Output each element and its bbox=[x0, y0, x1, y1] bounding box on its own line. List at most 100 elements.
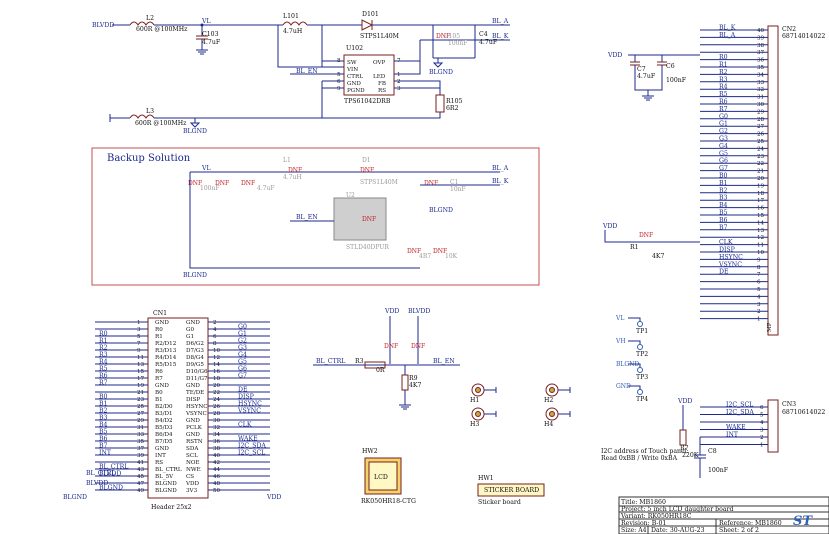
cn2-signal-label: B3 bbox=[719, 195, 728, 202]
backup-solution-section: Backup Solution VL DNF 100nF DNF DNF 4.7… bbox=[91, 147, 540, 286]
cn1-ref: CN1 bbox=[153, 310, 167, 317]
testpoint-icon bbox=[637, 389, 643, 395]
mounting-hole-ref: H2 bbox=[544, 397, 553, 404]
cn1-left-pin-name: GND bbox=[155, 446, 169, 452]
cn1-left-pin-number: 37 bbox=[137, 446, 145, 452]
l2-value: 600R @100MHz bbox=[136, 26, 188, 33]
cn2-pin-number: 33 bbox=[757, 80, 765, 86]
hw1-ref: HW1 bbox=[478, 475, 494, 482]
cn1-left-net-label: R6 bbox=[99, 373, 108, 380]
cn2-signal-label: BL_A bbox=[719, 32, 736, 39]
cn3-connector-section: CN3 68710614022 6I2C_SCL5I2C_SDA43WAKE2I… bbox=[601, 398, 825, 478]
cn1-left-pin-name: B1 bbox=[155, 397, 163, 403]
cn1-right-pin-number: 44 bbox=[213, 467, 221, 473]
r105-ref: R105 bbox=[446, 98, 463, 105]
cn2-signal-label: R4 bbox=[719, 84, 728, 91]
cn2-ref: CN2 bbox=[782, 26, 796, 33]
cn1-right-pin-number: 46 bbox=[213, 474, 221, 480]
cn1-left-pin-name: B3/D1 bbox=[155, 411, 173, 417]
cn1-right-pin-name: SCL bbox=[186, 453, 198, 459]
r1-value: 4K7 bbox=[652, 253, 665, 260]
cn1-left-pin-name: R0 bbox=[155, 327, 163, 333]
mounting-hole-ref: H4 bbox=[544, 421, 553, 428]
cn2-pin-number: 3 bbox=[757, 302, 761, 308]
cn2-signal-label: G0 bbox=[719, 113, 728, 120]
cn1-right-net-label: G3 bbox=[238, 345, 247, 352]
cn1-left-pin-name: B4/D2 bbox=[155, 418, 173, 424]
cn2-signal-label: B2 bbox=[719, 187, 728, 194]
cn2-vdd-label: VDD bbox=[607, 52, 622, 59]
cn1-left-pin-number: 43 bbox=[137, 467, 145, 473]
u102-pin-gnd: GND bbox=[347, 81, 361, 87]
cn1-left-pin-name: RS bbox=[155, 460, 163, 466]
cn1-right-net-label: G4 bbox=[238, 352, 247, 359]
cn2-part: 68714014022 bbox=[782, 33, 825, 40]
backup-c4-dnf: DNF bbox=[241, 180, 255, 187]
cn1-right-pin-name: D10/G6 bbox=[186, 369, 208, 375]
cn2-pin-number: 6 bbox=[757, 280, 761, 286]
cn1-left-pin-name: R5/D15 bbox=[155, 362, 177, 368]
cn2-signal-label: R5 bbox=[719, 91, 728, 98]
cn2-pin-number: 37 bbox=[757, 50, 765, 56]
c8-value: 100nF bbox=[708, 467, 729, 474]
blctrl-dnf-2: DNF bbox=[411, 343, 425, 350]
cn1-right-net-label: G1 bbox=[238, 331, 247, 338]
cn2-pin-number: 19 bbox=[757, 183, 765, 189]
cn1-right-pin-name: VDD bbox=[185, 481, 200, 487]
cn1-right-net-label: DISP bbox=[238, 394, 254, 401]
cn2-pin-number: 38 bbox=[757, 43, 765, 49]
u102-pinnum-2: 2 bbox=[397, 79, 401, 85]
cn2-pin-number: 21 bbox=[757, 169, 764, 175]
cn3-pin-number: 5 bbox=[760, 413, 764, 419]
c4-value: 4.7uF bbox=[479, 39, 498, 46]
mounting-hole-ref: H3 bbox=[470, 421, 479, 428]
hw2-lcd: HW2 LCD RK050HR18-CTG bbox=[361, 448, 416, 505]
cn1-left-net-label: BL_CTRL bbox=[99, 464, 128, 471]
cn2-signal-label: G1 bbox=[719, 121, 728, 128]
cn1-left-pin-number: 15 bbox=[137, 369, 145, 375]
cn1-left-pin-number: 39 bbox=[137, 453, 145, 459]
cn2-pin-number: 22 bbox=[757, 161, 765, 167]
cn1-right-pin-name: D9/G5 bbox=[186, 362, 204, 368]
cn1-left-pin-number: 21 bbox=[137, 390, 144, 396]
cn1-left-pin-name: GND bbox=[155, 320, 169, 326]
backup-bl-a-label: BL_A bbox=[492, 165, 509, 172]
cn1-right-pin-number: 42 bbox=[213, 460, 221, 466]
c105-dnf: DNF bbox=[436, 33, 450, 40]
cn1-left-net-label: R1 bbox=[99, 338, 108, 345]
c6-value: 100nF bbox=[666, 77, 687, 84]
cn2-mp-label: MP bbox=[767, 322, 773, 332]
cn1-left-pin-name: BLGND bbox=[155, 488, 177, 494]
cn1-right-pin-name: G0 bbox=[186, 327, 194, 333]
cn2-pin-number: 30 bbox=[757, 102, 765, 108]
cn2-signal-label: DE bbox=[719, 269, 729, 276]
cn1-left-pin-name: B0 bbox=[155, 390, 163, 396]
cn1-right-pin-name: GND bbox=[186, 418, 200, 424]
cn2-signal-label: B7 bbox=[719, 224, 728, 231]
cn2-pin-number: 34 bbox=[757, 72, 765, 78]
cn2-connector-section: CN2 68714014022 MP 40BL_K39BL_A383736R03… bbox=[602, 25, 825, 336]
backup-c1-dnf: DNF bbox=[424, 180, 438, 187]
u102-pin-rs: RS bbox=[378, 88, 386, 94]
cn1-left-pin-number: 23 bbox=[137, 397, 145, 403]
r7-value: 220K bbox=[682, 452, 699, 459]
cn1-left-pin-number: 3 bbox=[137, 327, 141, 333]
cn1-left-pin-number: 27 bbox=[137, 411, 145, 417]
l3-ref: L3 bbox=[146, 108, 154, 115]
cn1-left-pin-name: BL_CTRL bbox=[155, 467, 182, 473]
bl-k-net-label: BL_K bbox=[492, 33, 509, 40]
cn1-left-net-label: R2 bbox=[99, 345, 108, 352]
testpoint-net-label: GND bbox=[616, 383, 631, 390]
cn1-left-pin-number: 33 bbox=[137, 432, 145, 438]
cn2-pin-number: 36 bbox=[757, 58, 765, 64]
backup-r3-value: 10K bbox=[445, 253, 458, 260]
cn1-left-pin-number: 17 bbox=[137, 376, 145, 382]
cn1-left-net-label: B5 bbox=[99, 429, 108, 436]
cn2-pin-number: 20 bbox=[757, 176, 765, 182]
cn1-right-pin-name: D7/G3 bbox=[186, 348, 204, 354]
cn2-pin-number: 23 bbox=[757, 154, 765, 160]
c7-ref: C7 bbox=[637, 66, 646, 73]
cn1-left-pin-number: 35 bbox=[137, 439, 145, 445]
